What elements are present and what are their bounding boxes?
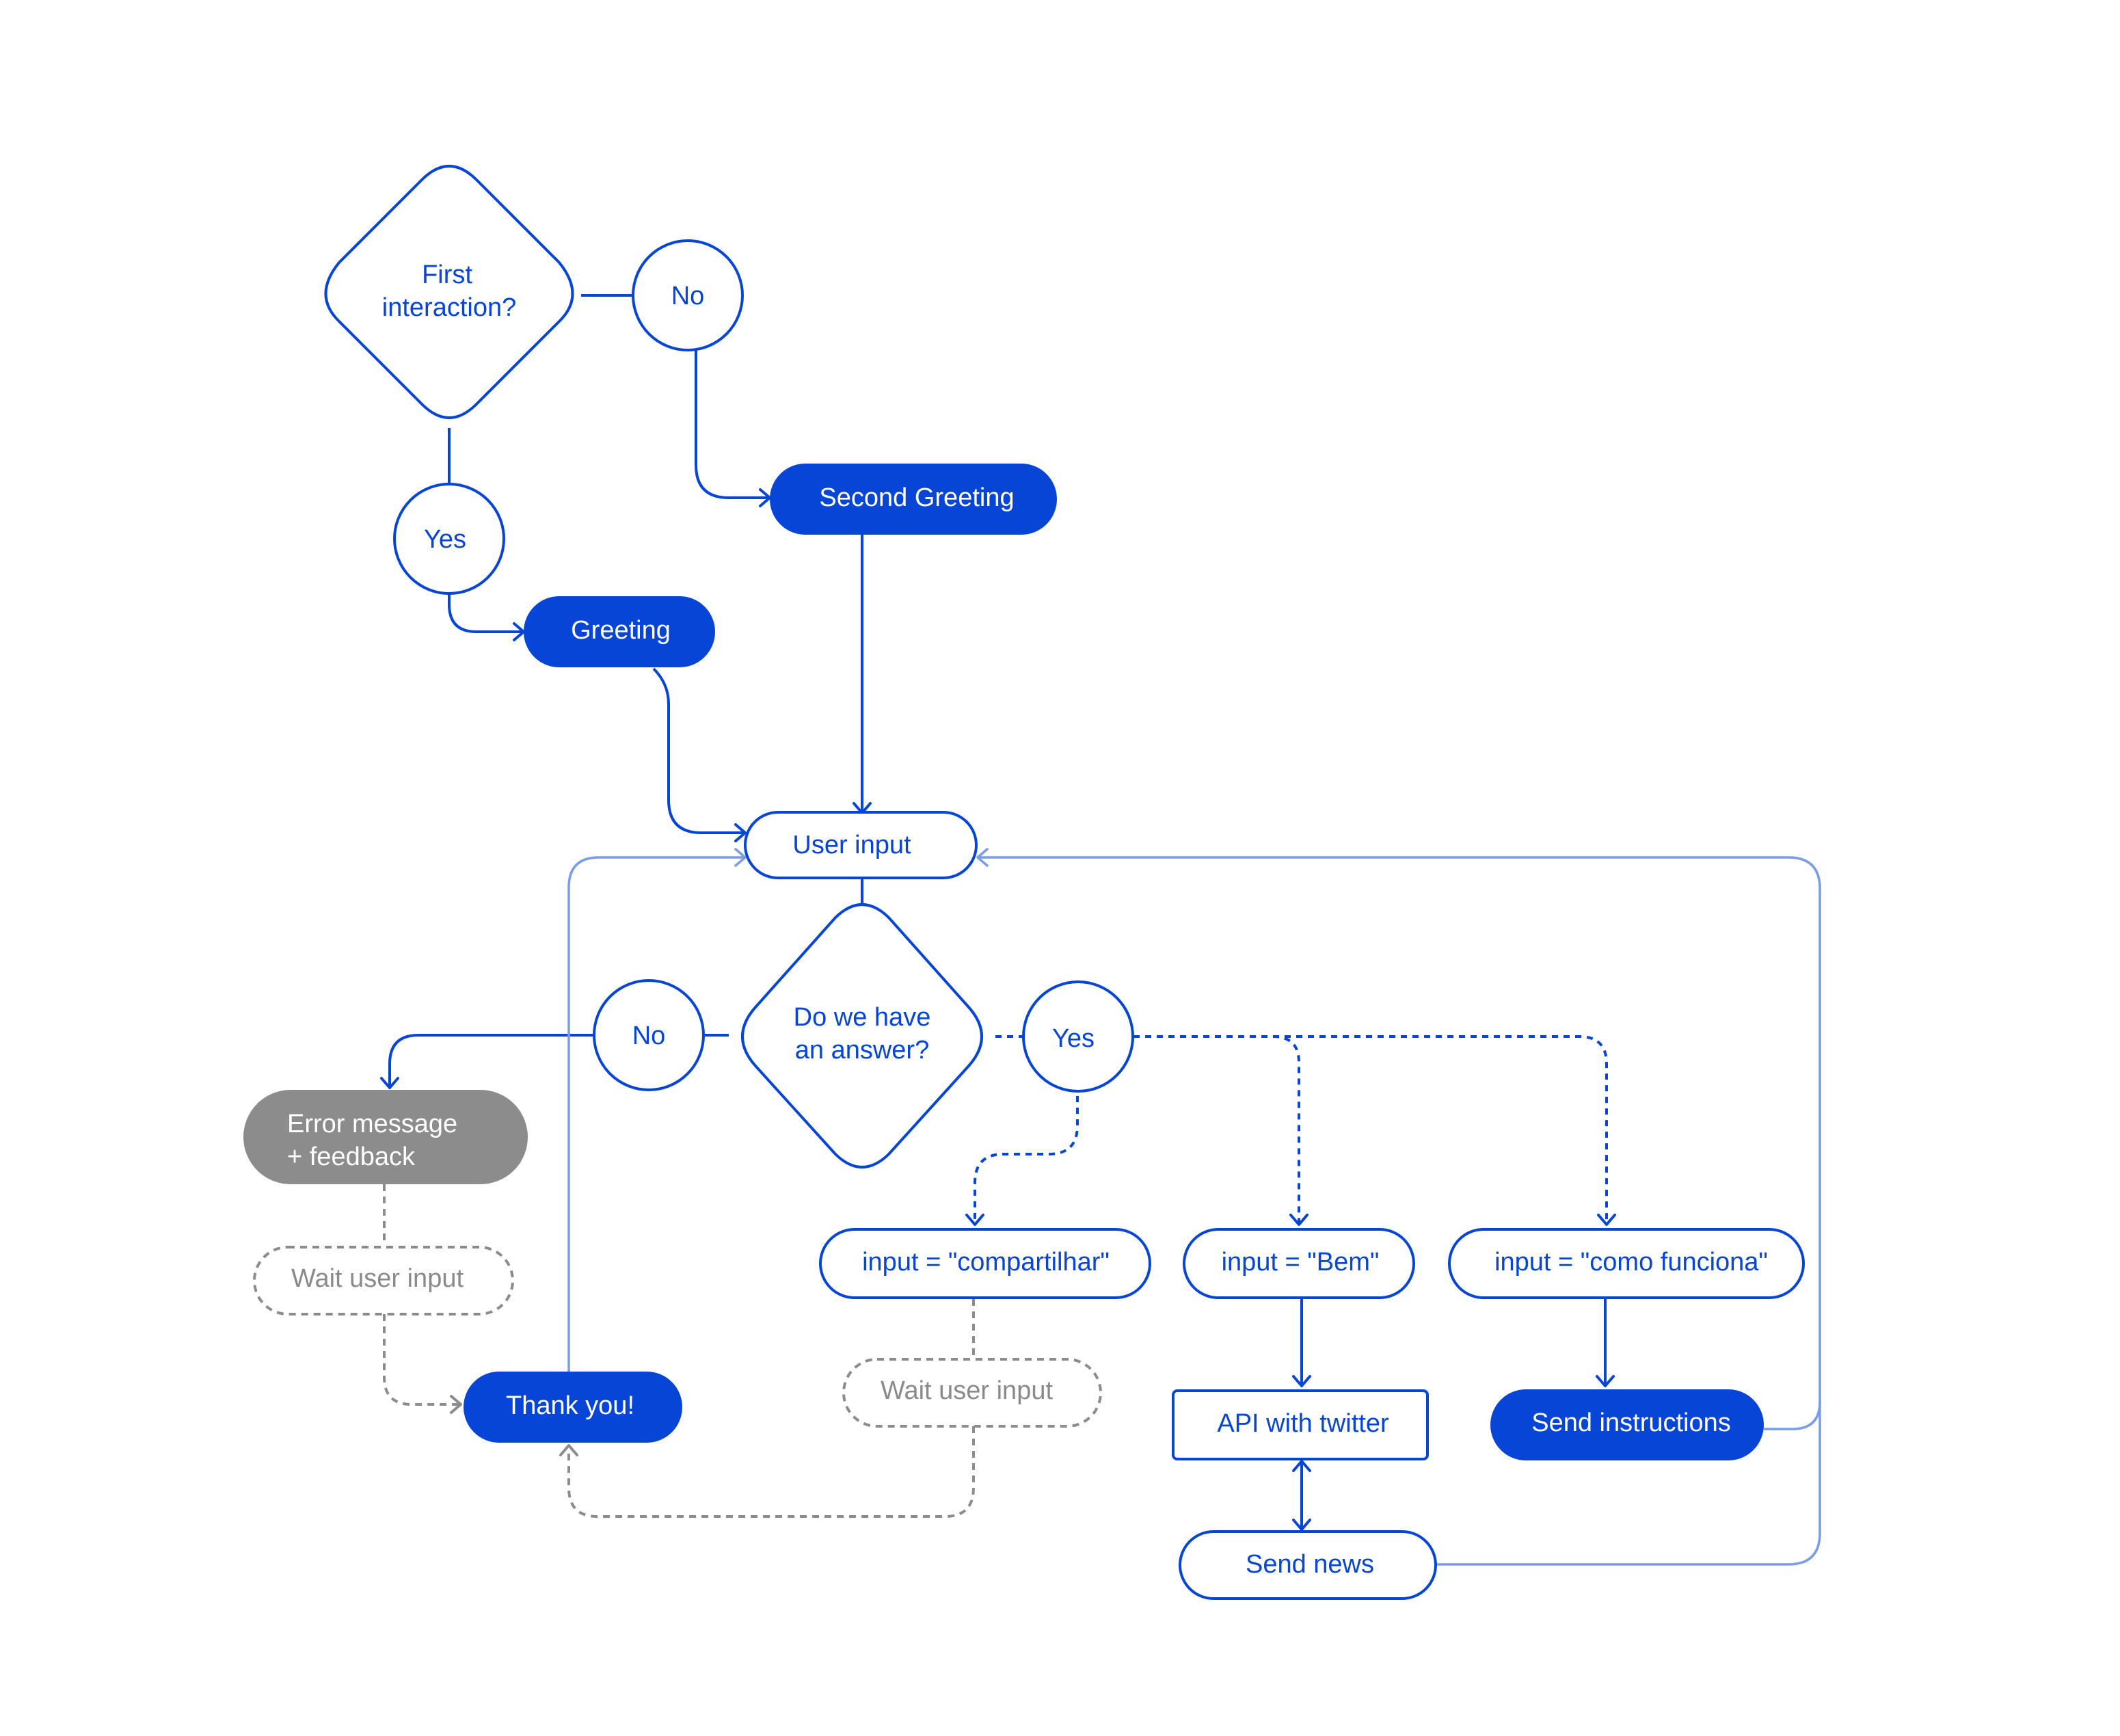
yes-top-node: Yes bbox=[393, 483, 505, 595]
edge-yes-fanout bbox=[1133, 1035, 1608, 1223]
input-compartilhar-label: input = "compartilhar" bbox=[862, 1248, 1110, 1277]
user-input-label: User input bbox=[792, 831, 911, 859]
first-interaction-decision: First interaction? bbox=[324, 165, 574, 419]
thank-you-node: Thank you! bbox=[464, 1372, 682, 1443]
yes-mid-node: Yes bbox=[1022, 980, 1134, 1093]
edge-no-to-error bbox=[388, 1034, 593, 1086]
api-twitter-label: API with twitter bbox=[1217, 1409, 1389, 1438]
arrowhead bbox=[734, 823, 747, 842]
wait-user-input-left-label: Wait user input bbox=[291, 1264, 464, 1293]
wait-user-input-mid-label: Wait user input bbox=[881, 1376, 1053, 1405]
send-instructions-label: Send instructions bbox=[1531, 1408, 1731, 1437]
yes-top-label: Yes bbox=[424, 525, 466, 554]
arrowhead bbox=[380, 1077, 399, 1089]
error-message-line1: Error message bbox=[287, 1110, 457, 1138]
edge-yes-to-greeting bbox=[448, 585, 522, 633]
arrowhead bbox=[1292, 1519, 1311, 1531]
edge-yes-to-bem bbox=[1272, 1035, 1300, 1223]
first-interaction-line2: interaction? bbox=[382, 293, 516, 322]
greeting-node: Greeting bbox=[524, 596, 715, 667]
no-mid-node: No bbox=[593, 979, 705, 1091]
wait-user-input-mid-node: Wait user input bbox=[842, 1358, 1102, 1428]
arrowhead bbox=[976, 848, 989, 867]
edge-loop-to-user-input bbox=[979, 856, 1821, 1566]
send-instructions-node: Send instructions bbox=[1490, 1389, 1764, 1460]
input-como-funciona-node: input = "como funciona" bbox=[1448, 1228, 1805, 1299]
second-greeting-node: Second Greeting bbox=[770, 464, 1057, 535]
edge-send-instructions-to-loop bbox=[1764, 1401, 1821, 1430]
arrowhead bbox=[965, 1214, 984, 1226]
input-compartilhar-node: input = "compartilhar" bbox=[819, 1228, 1151, 1299]
send-news-label: Send news bbox=[1246, 1550, 1374, 1579]
thank-you-label: Thank you! bbox=[506, 1391, 634, 1420]
yes-mid-label: Yes bbox=[1052, 1024, 1095, 1053]
arrowhead bbox=[1597, 1214, 1616, 1226]
send-news-node: Send news bbox=[1179, 1530, 1437, 1600]
arrowhead bbox=[734, 848, 747, 867]
edge-wait-left-to-thank-you bbox=[383, 1314, 459, 1406]
input-como-funciona-label: input = "como funciona" bbox=[1494, 1248, 1768, 1277]
input-bem-label: input = "Bem" bbox=[1222, 1248, 1380, 1277]
answer-decision: Do we have an answer? bbox=[741, 903, 983, 1169]
user-input-node: User input bbox=[744, 811, 978, 879]
edge-yes-to-compartilhar bbox=[974, 1084, 1079, 1223]
answer-decision-line1: Do we have bbox=[794, 1003, 931, 1032]
error-message-node: Error message + feedback bbox=[243, 1090, 528, 1184]
edge-greeting-to-user-input bbox=[652, 667, 744, 834]
error-message-line2: + feedback bbox=[287, 1143, 416, 1171]
edge-thank-you-to-user-input bbox=[567, 856, 744, 1373]
arrowhead bbox=[450, 1395, 462, 1414]
first-interaction-line1: First bbox=[422, 261, 472, 289]
arrowhead bbox=[559, 1444, 578, 1456]
edge-no-to-second-greeting bbox=[695, 342, 768, 499]
api-twitter-node: API with twitter bbox=[1172, 1389, 1429, 1460]
no-mid-label: No bbox=[632, 1021, 666, 1050]
greeting-label: Greeting bbox=[571, 616, 671, 645]
arrowhead bbox=[1292, 1460, 1311, 1472]
arrowhead bbox=[1292, 1375, 1311, 1387]
input-bem-node: input = "Bem" bbox=[1183, 1228, 1415, 1299]
no-top-node: No bbox=[632, 239, 744, 351]
answer-decision-line2: an answer? bbox=[795, 1036, 929, 1065]
arrowhead bbox=[1289, 1214, 1309, 1226]
arrowhead bbox=[1596, 1375, 1615, 1387]
no-top-label: No bbox=[671, 282, 705, 310]
arrowhead bbox=[759, 488, 771, 507]
wait-user-input-left-node: Wait user input bbox=[253, 1246, 514, 1316]
second-greeting-label: Second Greeting bbox=[819, 483, 1014, 512]
